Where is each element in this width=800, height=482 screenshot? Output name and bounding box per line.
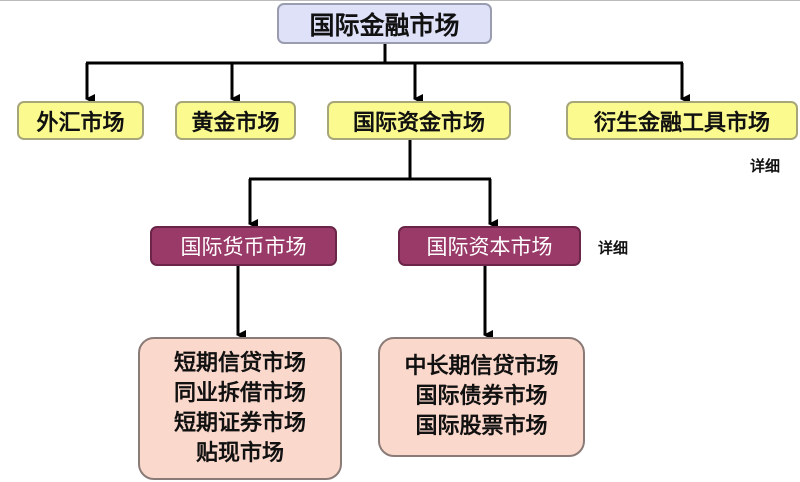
money-market-items: 短期信贷市场 同业拆借市场 短期证券市场 贴现市场 [138, 337, 342, 480]
list-item: 国际股票市场 [415, 414, 548, 439]
list-item: 中长期信贷市场 [404, 354, 559, 379]
node-forex-market: 外汇市场 [17, 101, 144, 140]
node-derivative-market: 衍生金融工具市场 [566, 101, 798, 140]
derivative-detail-link[interactable]: 详细 [750, 157, 781, 175]
list-item: 短期信贷市场 [173, 350, 306, 376]
list-item: 短期证券市场 [173, 410, 306, 436]
capital-detail-link[interactable]: 详细 [598, 239, 629, 257]
node-intl-capital-market: 国际资本市场 [398, 226, 581, 266]
node-gold-market: 黄金市场 [175, 101, 296, 140]
list-item: 国际债券市场 [415, 384, 548, 409]
root-node: 国际金融市场 [277, 3, 492, 44]
node-intl-money-market: 国际货币市场 [150, 226, 337, 266]
node-intl-fund-market: 国际资金市场 [327, 101, 511, 140]
list-item: 同业拆借市场 [173, 380, 306, 406]
capital-market-items: 中长期信贷市场 国际债券市场 国际股票市场 [378, 337, 585, 457]
list-item: 贴现市场 [195, 440, 284, 466]
